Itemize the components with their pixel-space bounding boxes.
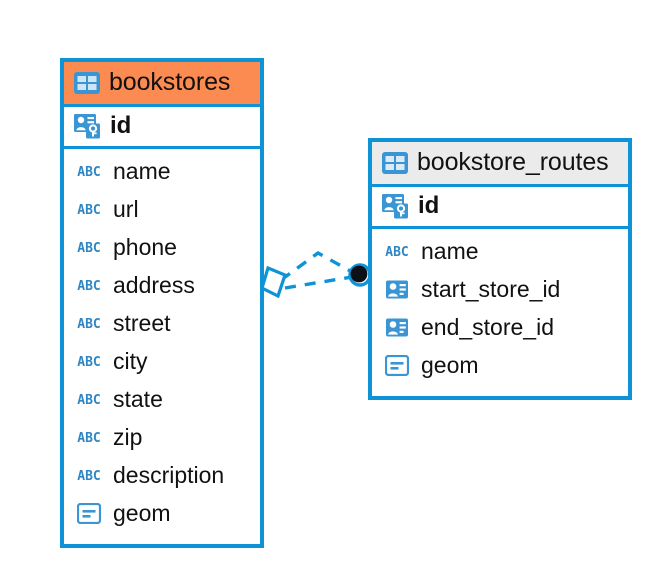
primary-key-label-bookstores: id bbox=[110, 112, 132, 139]
entity-bookstores[interactable]: bookstores id bbox=[60, 58, 264, 548]
primary-key-icon bbox=[382, 193, 410, 219]
geometry-icon bbox=[74, 502, 104, 524]
entity-title-bookstore-routes: bookstore_routes bbox=[417, 148, 609, 176]
abc-icon: ABC bbox=[77, 392, 101, 408]
field-label: city bbox=[113, 347, 148, 374]
entity-title-bookstores: bookstores bbox=[109, 68, 231, 96]
abc-icon: ABC bbox=[77, 316, 101, 332]
entity-bookstore-routes[interactable]: bookstore_routes id bbox=[368, 138, 632, 400]
relationship-line-direct bbox=[284, 275, 353, 290]
abc-icon: ABC bbox=[77, 202, 101, 218]
field-label: zip bbox=[113, 423, 143, 450]
field-row-end-store-id[interactable]: end_store_id bbox=[372, 308, 628, 346]
field-label: description bbox=[113, 461, 225, 488]
field-label: start_store_id bbox=[421, 275, 561, 302]
field-row-zip[interactable]: ABC zip bbox=[64, 418, 260, 456]
field-row-address[interactable]: ABC address bbox=[64, 266, 260, 304]
field-row-geom[interactable]: geom bbox=[64, 494, 260, 532]
abc-icon: ABC bbox=[77, 468, 101, 484]
entity-header-bookstores[interactable]: bookstores bbox=[64, 62, 260, 104]
field-row-phone[interactable]: ABC phone bbox=[64, 228, 260, 266]
field-row-description[interactable]: ABC description bbox=[64, 456, 260, 494]
field-row-url[interactable]: ABC url bbox=[64, 190, 260, 228]
abc-icon: ABC bbox=[77, 354, 101, 370]
table-icon bbox=[382, 151, 408, 174]
field-label: url bbox=[113, 195, 139, 222]
primary-key-row-bookstore-routes[interactable]: id bbox=[372, 184, 628, 229]
primary-key-icon bbox=[74, 113, 102, 139]
field-list-bookstore-routes: ABC name start_store_id bbox=[372, 229, 628, 396]
field-row-geom[interactable]: geom bbox=[372, 346, 628, 384]
field-label: street bbox=[113, 309, 171, 336]
table-icon bbox=[74, 71, 100, 94]
field-label: address bbox=[113, 271, 195, 298]
foreign-key-icon bbox=[382, 279, 412, 300]
field-label: state bbox=[113, 385, 163, 412]
primary-key-label-bookstore-routes: id bbox=[418, 192, 440, 219]
abc-icon: ABC bbox=[385, 244, 409, 260]
field-label: end_store_id bbox=[421, 313, 554, 340]
field-label: geom bbox=[421, 351, 479, 378]
field-list-bookstores: ABC name ABC url ABC phone ABC address A… bbox=[64, 149, 260, 544]
field-label: geom bbox=[113, 499, 171, 526]
field-label: name bbox=[113, 157, 171, 184]
field-row-state[interactable]: ABC state bbox=[64, 380, 260, 418]
field-row-start-store-id[interactable]: start_store_id bbox=[372, 270, 628, 308]
field-row-city[interactable]: ABC city bbox=[64, 342, 260, 380]
foreign-key-icon bbox=[382, 317, 412, 338]
diamond-marker bbox=[260, 265, 287, 299]
geometry-icon bbox=[382, 354, 412, 376]
primary-key-row-bookstores[interactable]: id bbox=[64, 104, 260, 149]
field-row-street[interactable]: ABC street bbox=[64, 304, 260, 342]
field-row-name[interactable]: ABC name bbox=[64, 152, 260, 190]
field-row-name[interactable]: ABC name bbox=[372, 232, 628, 270]
abc-icon: ABC bbox=[77, 430, 101, 446]
abc-icon: ABC bbox=[77, 278, 101, 294]
relationship-line-branch bbox=[279, 250, 353, 282]
abc-icon: ABC bbox=[77, 164, 101, 180]
field-label: name bbox=[421, 237, 479, 264]
abc-icon: ABC bbox=[77, 240, 101, 256]
entity-header-bookstore-routes[interactable]: bookstore_routes bbox=[372, 142, 628, 184]
filled-circle-marker bbox=[348, 263, 372, 287]
field-label: phone bbox=[113, 233, 177, 260]
